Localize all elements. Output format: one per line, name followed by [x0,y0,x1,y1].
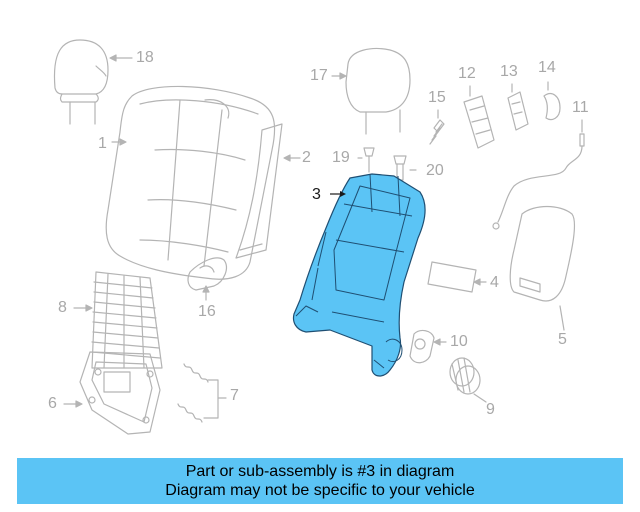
callout-5: 5 [558,331,567,348]
callout-6: 6 [48,395,57,412]
callout-4: 4 [490,274,499,291]
part-1-cushion [105,85,276,280]
part-19-guide [357,147,375,173]
callout-16: 16 [198,303,216,320]
part-13-cover [507,83,529,131]
callout-13: 13 [500,63,518,80]
part-20-guide [393,155,417,181]
part-16-bracket [187,257,227,301]
callout-19: 19 [332,149,350,166]
part-15-screw [429,109,445,145]
part-5-panel [509,205,576,331]
part-3-seat-frame [292,173,426,377]
part-2-trim [235,123,301,259]
part-9-knob [449,357,487,403]
callout-17: 17 [310,67,328,84]
callout-3: 3 [312,186,321,203]
callout-8: 8 [58,299,67,316]
callout-7: 7 [230,387,239,404]
callout-10: 10 [450,333,468,350]
banner-line-1: Part or sub-assembly is #3 in diagram [185,463,455,480]
part-11-cable [492,119,585,230]
callout-9: 9 [486,401,495,418]
callout-2: 2 [302,149,311,166]
part-17-headrest [331,47,411,135]
part-4-label [427,261,487,293]
callout-14: 14 [538,59,556,76]
part-7-springs [177,363,227,423]
parts-diagram [53,39,585,435]
part-6-lumbar [63,351,161,435]
banner-line-2: Diagram may not be specific to your vehi… [165,482,475,499]
callout-18: 18 [136,49,154,66]
part-12-cover [463,85,495,149]
callout-11: 11 [572,99,589,116]
part-18-headrest [53,39,133,125]
part-10-lever [409,329,447,364]
part-14-knob [543,81,561,121]
callout-20: 20 [426,162,444,179]
info-banner: Part or sub-assembly is #3 in diagram Di… [17,458,623,504]
callout-1: 1 [98,135,107,152]
callout-15: 15 [428,89,446,106]
callout-12: 12 [458,65,476,82]
